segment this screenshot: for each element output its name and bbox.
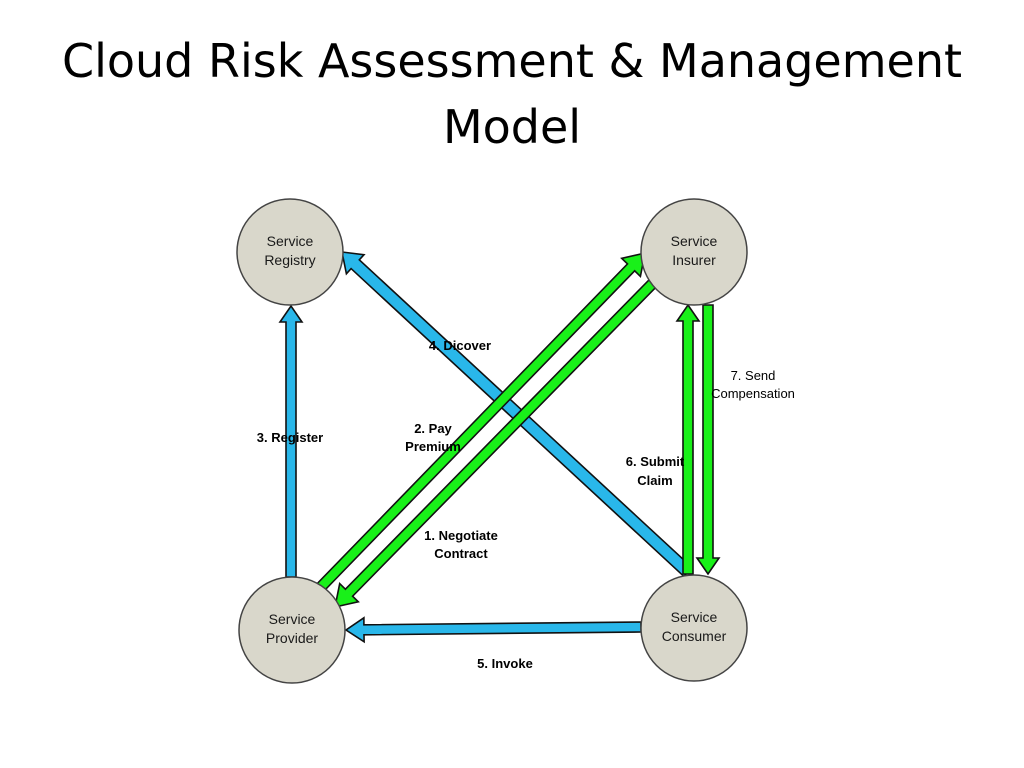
node-label-provider-1: Service — [269, 611, 316, 627]
edge-label-pay-1: 2. Pay — [414, 421, 452, 436]
arrow-submit-claim — [675, 303, 701, 575]
node-service-consumer: Service Consumer — [640, 574, 748, 682]
node-service-registry: Service Registry — [236, 198, 344, 306]
node-circle-registry — [236, 198, 344, 306]
node-circle-provider — [238, 576, 346, 684]
edge-label-compensation-1: 7. Send — [731, 368, 776, 383]
edge-label-invoke: 5. Invoke — [477, 656, 533, 671]
edge-label-negotiate-1: 1. Negotiate — [424, 528, 498, 543]
edge-label-compensation-2: Compensation — [711, 386, 795, 401]
arrow-invoke — [344, 616, 642, 644]
arrows-layer — [278, 251, 721, 644]
node-label-registry-2: Registry — [264, 252, 315, 268]
node-service-provider: Service Provider — [238, 576, 346, 684]
edge-label-negotiate-2: Contract — [434, 546, 488, 561]
slide-title: Cloud Risk Assessment & Management Model — [40, 28, 984, 160]
node-label-insurer-2: Insurer — [672, 252, 716, 268]
edge-label-discover: 4. Dicover — [429, 338, 491, 353]
edge-label-pay-2: Premium — [405, 439, 461, 454]
title-line-1: Cloud Risk Assessment & Management — [61, 34, 963, 88]
node-circle-insurer — [640, 198, 748, 306]
node-label-registry-1: Service — [267, 233, 314, 249]
arrow-send-compensation — [695, 304, 721, 576]
arrow-register — [278, 304, 304, 578]
node-label-insurer-1: Service — [671, 233, 718, 249]
edge-label-submit-2: Claim — [637, 473, 672, 488]
node-label-consumer-1: Service — [671, 609, 718, 625]
title-line-2: Model — [442, 100, 582, 154]
edge-label-register: 3. Register — [257, 430, 323, 445]
node-label-provider-2: Provider — [266, 630, 318, 646]
arrow-negotiate-contract — [333, 278, 658, 609]
node-label-consumer-2: Consumer — [662, 628, 727, 644]
node-service-insurer: Service Insurer — [640, 198, 748, 306]
node-circle-consumer — [640, 574, 748, 682]
arrow-pay-premium — [313, 251, 647, 595]
edge-label-submit-1: 6. Submit — [626, 454, 685, 469]
